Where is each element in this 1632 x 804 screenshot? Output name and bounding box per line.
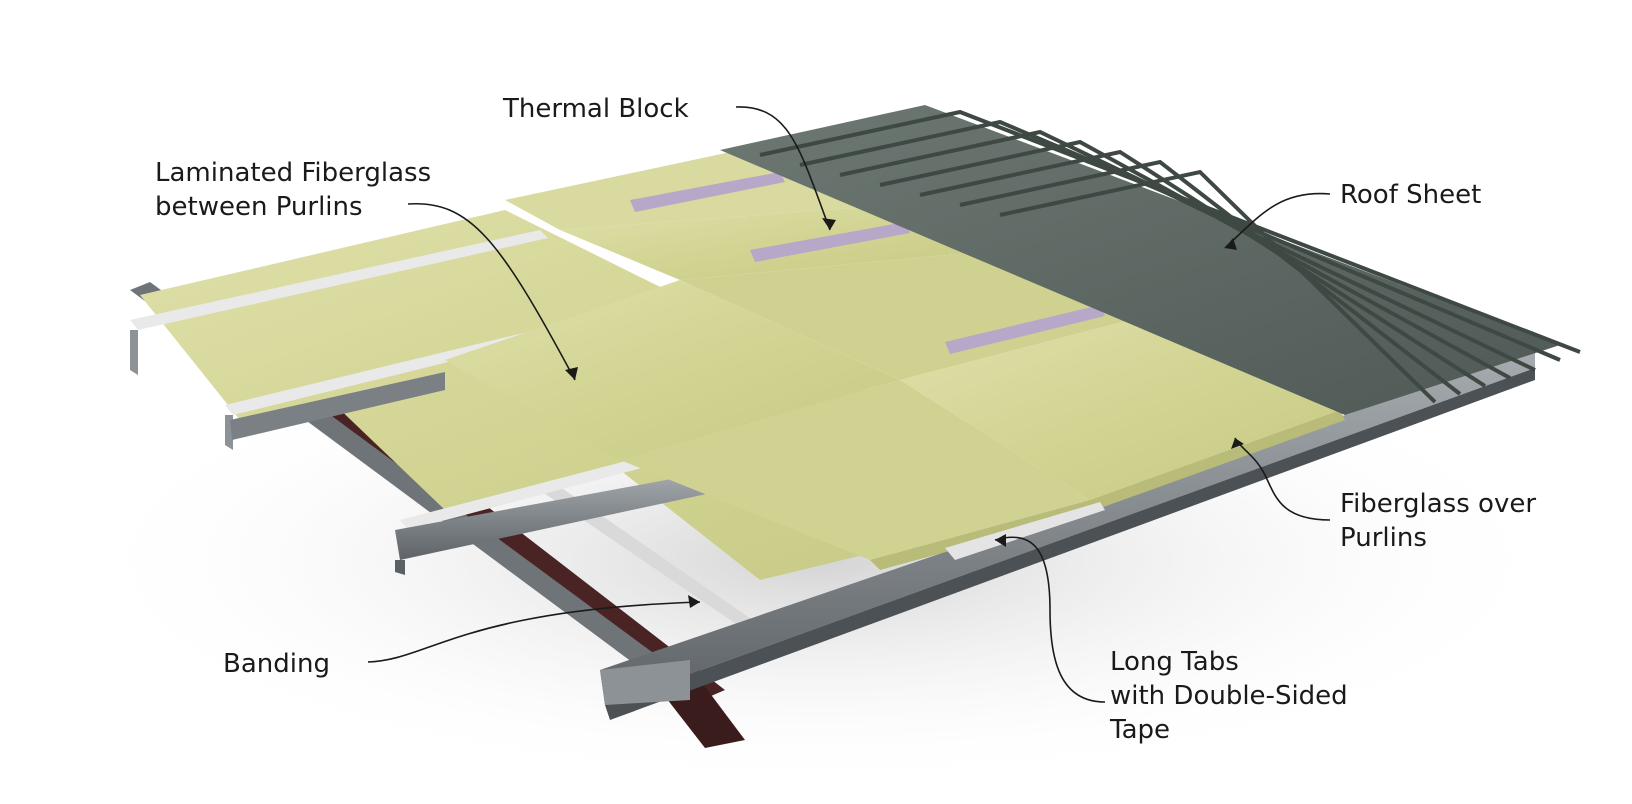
label-long-tabs-line-2: with Double-Sided — [1110, 681, 1348, 711]
label-thermal-block-line-1: Thermal Block — [503, 94, 689, 124]
label-fiberglass-over-purlins: Fiberglass over Purlins — [1340, 487, 1536, 555]
label-fiberglass-over-purlins-line-1: Fiberglass over — [1340, 489, 1537, 519]
label-laminated-fiberglass-line-1: Laminated Fiberglass — [155, 158, 432, 188]
label-long-tabs: Long Tabs with Double-Sided Tape — [1110, 645, 1348, 747]
leader-roof-sheet — [1224, 192, 1331, 249]
label-long-tabs-line-1: Long Tabs — [1110, 647, 1239, 677]
leader-long-tabs — [994, 536, 1106, 703]
leader-arrowheads — [565, 218, 1244, 608]
label-banding-line-1: Banding — [223, 649, 330, 679]
label-thermal-block: Thermal Block — [503, 92, 689, 126]
label-laminated-fiberglass: Laminated Fiberglass between Purlins — [155, 156, 431, 224]
leader-fiberglass-over — [1234, 437, 1331, 521]
label-roof-sheet-line-1: Roof Sheet — [1340, 180, 1482, 210]
roof-sheet — [720, 105, 1581, 415]
label-fiberglass-over-purlins-line-2: Purlins — [1340, 523, 1427, 553]
label-laminated-fiberglass-line-2: between Purlins — [155, 192, 363, 222]
label-long-tabs-line-3: Tape — [1110, 715, 1171, 745]
label-banding: Banding — [223, 647, 330, 681]
label-roof-sheet: Roof Sheet — [1340, 178, 1481, 212]
leader-laminated-fiberglass — [407, 202, 576, 381]
leader-lines — [367, 106, 1331, 703]
long-tab-strip — [945, 502, 1105, 560]
leader-banding — [367, 601, 701, 663]
fiberglass-over-purlins-boards — [445, 150, 1345, 570]
leader-thermal-block — [735, 106, 831, 231]
thermal-blocks — [630, 172, 1105, 354]
